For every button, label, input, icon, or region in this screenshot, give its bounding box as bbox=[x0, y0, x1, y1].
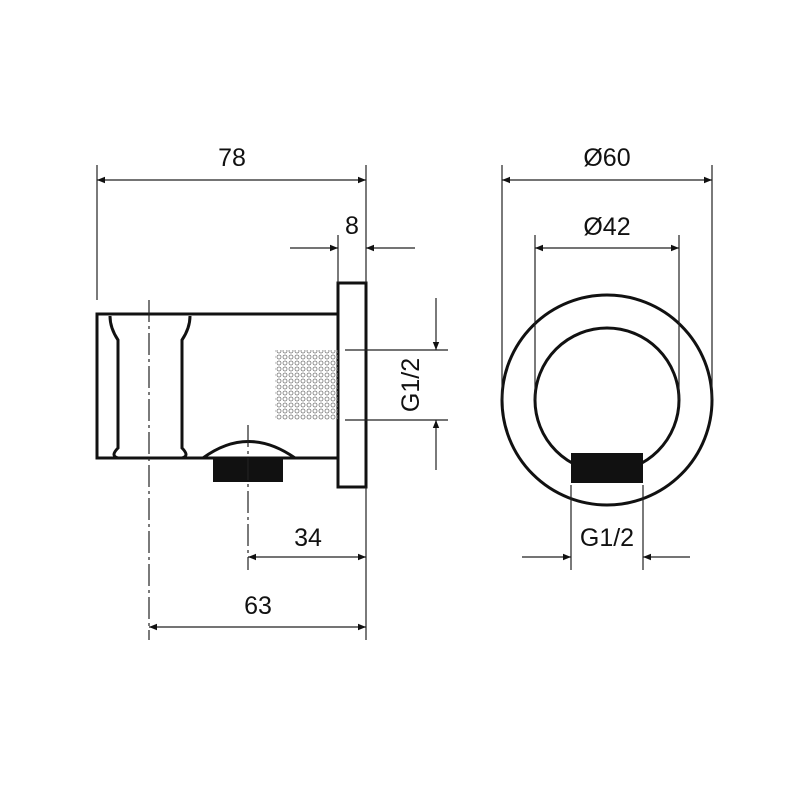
dimension-label-78: 78 bbox=[218, 144, 246, 172]
outlet-dome bbox=[202, 440, 296, 460]
holder-rail bbox=[108, 315, 192, 460]
front-view: Ø60 Ø42 G1/2 bbox=[500, 144, 714, 570]
dimension-label-g12-front: G1/2 bbox=[580, 524, 634, 552]
dimension-label-63: 63 bbox=[244, 592, 272, 620]
dimension-label-g12-side: G1/2 bbox=[397, 358, 425, 412]
inner-circle bbox=[533, 326, 681, 474]
side-view: 78 8 G1/2 34 63 bbox=[95, 144, 448, 640]
outlet-thread-nut-front bbox=[571, 453, 643, 483]
wall-flange bbox=[336, 281, 368, 489]
dimension-label-d42: Ø42 bbox=[583, 213, 630, 241]
dimension-label-34: 34 bbox=[294, 524, 322, 552]
dimension-label-8: 8 bbox=[345, 212, 359, 240]
internal-thread bbox=[275, 350, 338, 420]
dimension-label-d60: Ø60 bbox=[583, 144, 630, 172]
